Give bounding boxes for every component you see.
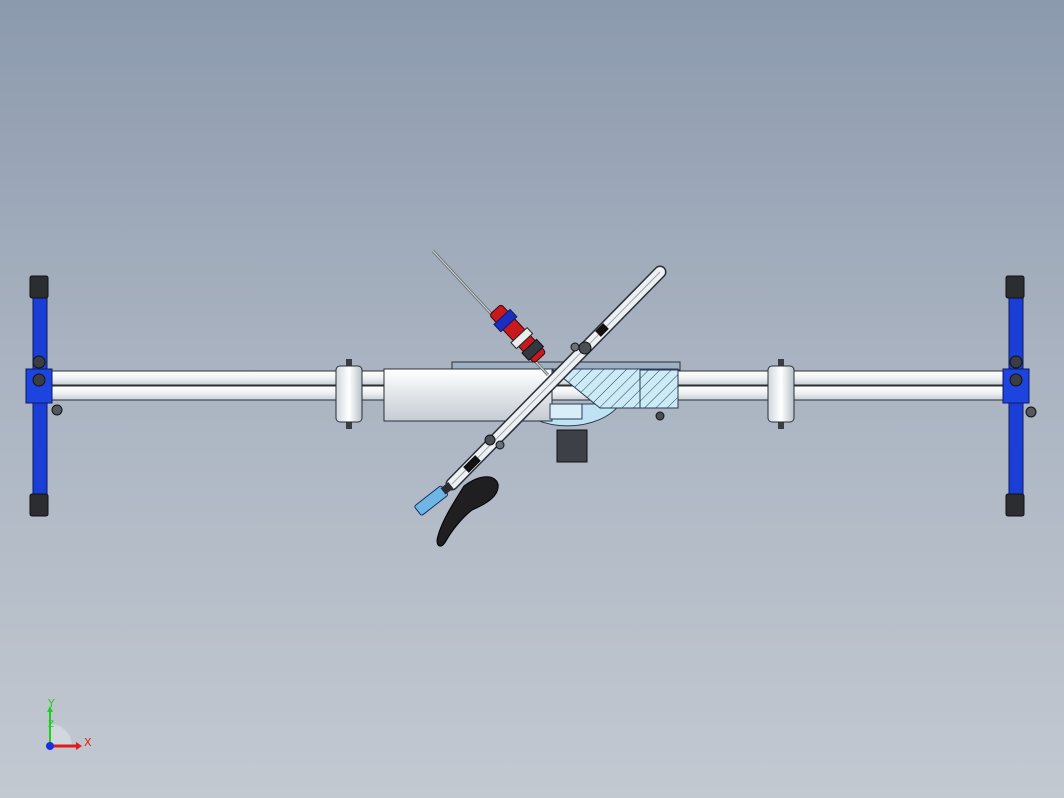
brake-lever[interactable] (436, 476, 499, 547)
left-roller[interactable] (335, 359, 363, 429)
right-roller[interactable] (767, 359, 795, 429)
coordinate-triad: Y Z X (38, 698, 98, 758)
brake-caliper[interactable] (487, 302, 548, 365)
fork-tube[interactable] (445, 265, 667, 491)
center-mount[interactable] (383, 361, 681, 463)
y-axis-label: Y (48, 697, 55, 710)
cable-connector[interactable] (414, 480, 454, 516)
triad-arrows (46, 706, 82, 750)
x-axis-label: X (84, 736, 92, 749)
right-clamp[interactable] (1002, 275, 1037, 517)
left-clamp[interactable] (25, 275, 63, 517)
z-axis-dot (46, 742, 54, 750)
z-axis-label: Z (48, 720, 55, 730)
